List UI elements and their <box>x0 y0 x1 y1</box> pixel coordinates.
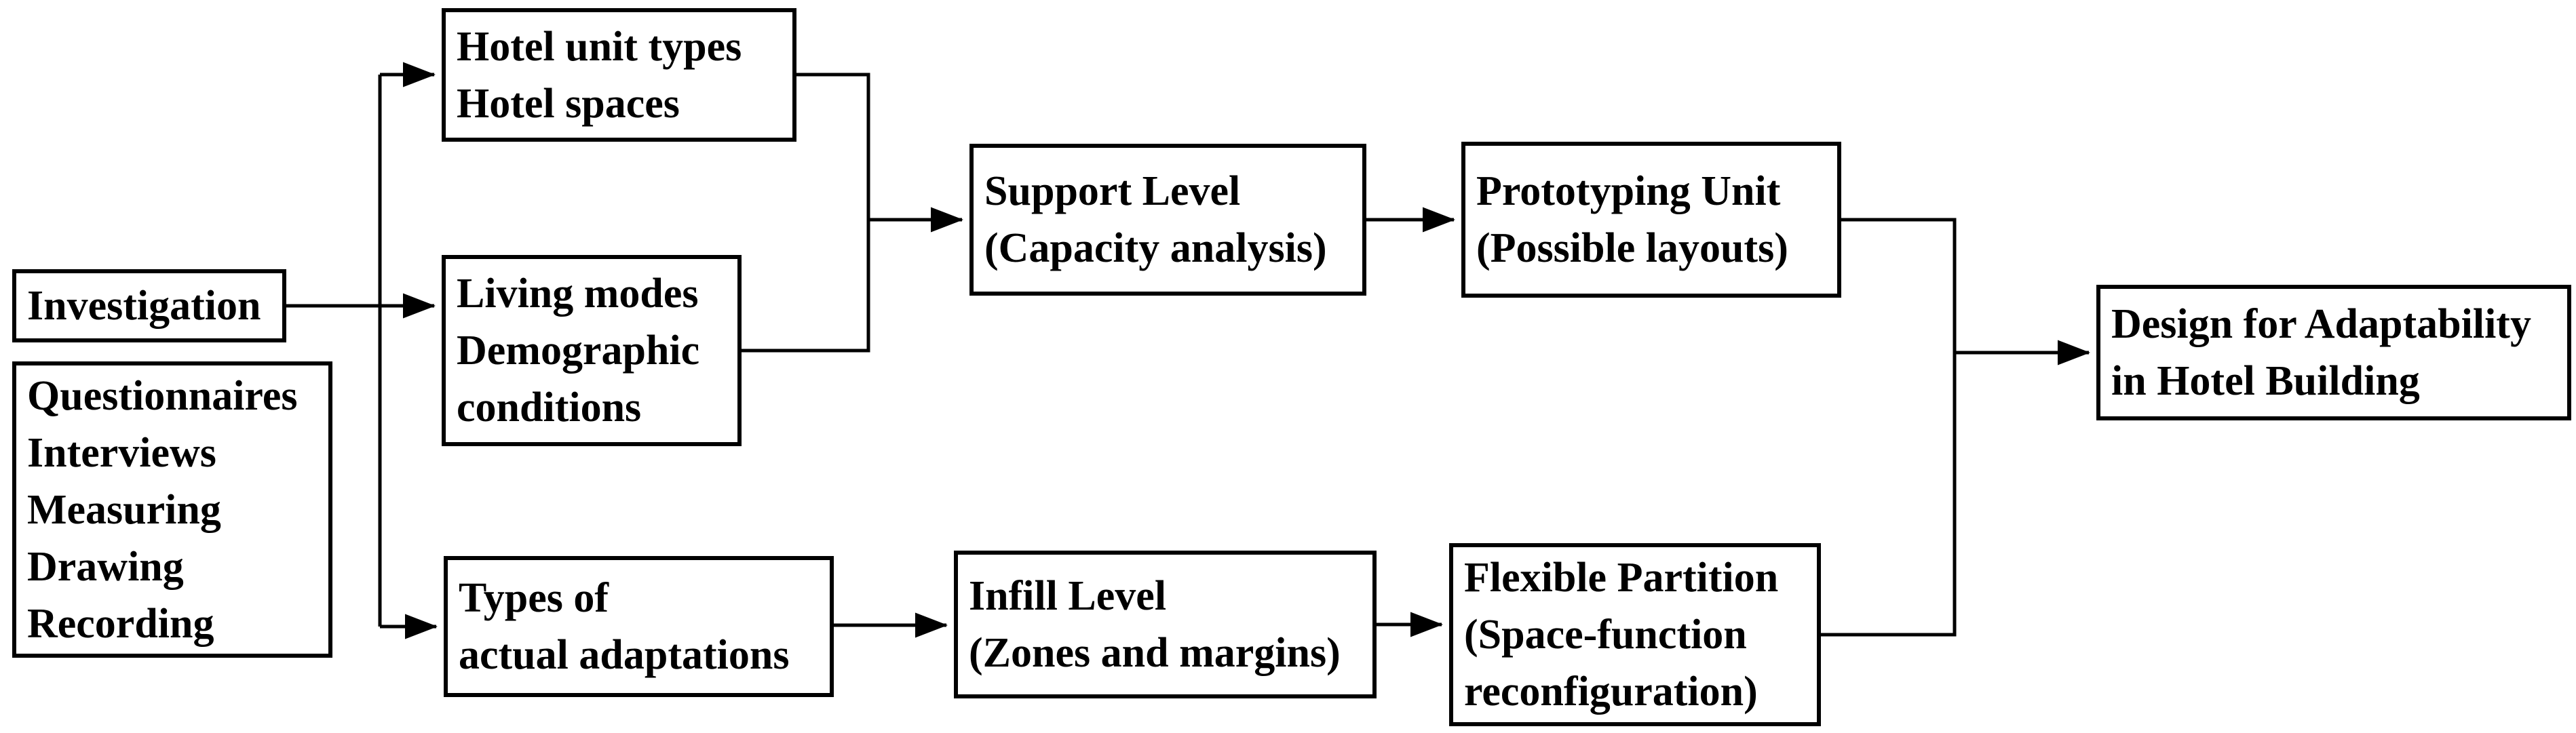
node-label-line: actual adaptations <box>459 632 790 678</box>
node-label-line: Measuring <box>27 486 221 533</box>
node-label-line: in Hotel Building <box>2111 358 2420 404</box>
edge-merge-prototyping-flexible <box>1821 218 1957 637</box>
node-label-line: Infill Level <box>969 573 1167 619</box>
node-adaptation-types: Types of actual adaptations <box>444 556 834 697</box>
node-label-line: Investigation <box>27 283 261 329</box>
node-label-line: Types of <box>459 575 609 621</box>
node-label-line: Prototyping Unit <box>1476 168 1781 214</box>
node-label-line: (Capacity analysis) <box>984 225 1327 271</box>
node-hotel-unit-types: Hotel unit types Hotel spaces <box>442 8 796 142</box>
node-label-line: (Zones and margins) <box>969 630 1341 676</box>
node-label-line: Hotel unit types <box>457 23 742 70</box>
node-label-line: Flexible Partition <box>1464 555 1779 601</box>
node-label-line: Design for Adaptability <box>2111 301 2531 347</box>
node-label-line: Living modes <box>457 271 699 317</box>
node-design-adaptability: Design for Adaptability in Hotel Buildin… <box>2096 285 2571 420</box>
node-label-line: (Space-function <box>1464 612 1747 658</box>
node-investigation: Investigation <box>12 269 286 342</box>
node-label-line: conditions <box>457 384 642 431</box>
node-label-line: Questionnaires <box>27 372 298 419</box>
node-label-line: Recording <box>27 600 214 647</box>
node-prototyping-unit: Prototyping Unit (Possible layouts) <box>1461 142 1841 298</box>
node-label-line: Interviews <box>27 429 216 476</box>
node-label-line: Support Level <box>984 168 1241 214</box>
node-label-line: Demographic <box>457 328 700 374</box>
node-label-line: Drawing <box>27 543 184 590</box>
node-flexible-partition: Flexible Partition (Space-function recon… <box>1449 543 1821 726</box>
node-living-modes: Living modes Demographic conditions <box>442 255 742 446</box>
node-infill-level: Infill Level (Zones and margins) <box>954 551 1377 698</box>
node-label-line: reconfiguration) <box>1464 669 1758 715</box>
node-support-level: Support Level (Capacity analysis) <box>969 144 1366 296</box>
node-label-line: Hotel spaces <box>457 80 680 127</box>
edge-merge-hotel-living <box>742 73 870 353</box>
node-label-line: (Possible layouts) <box>1476 225 1788 271</box>
node-methods: Questionnaires Interviews Measuring Draw… <box>12 361 332 658</box>
